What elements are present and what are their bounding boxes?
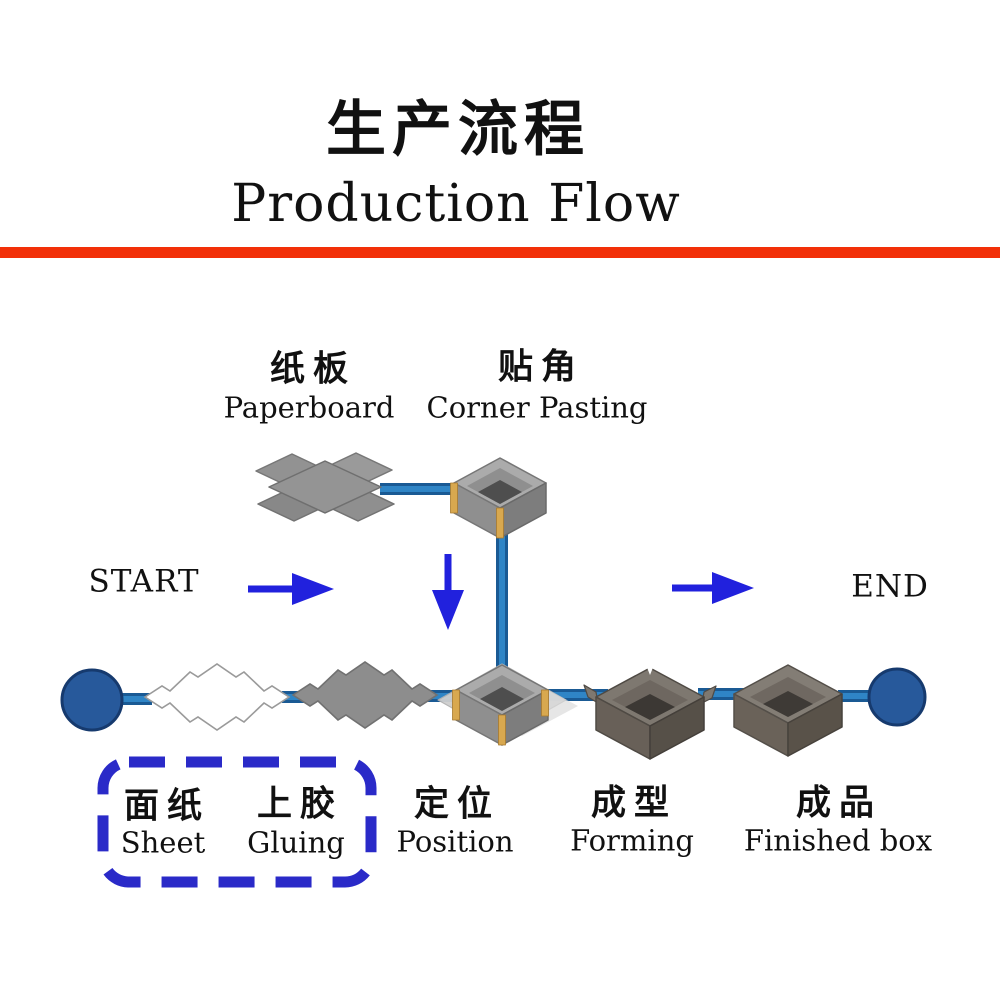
step-gluing-label-zh: 上胶 bbox=[256, 783, 344, 825]
step-corner-pasting-label-zh: 贴角 bbox=[497, 346, 585, 388]
end-label: END bbox=[851, 568, 929, 605]
end-node-circle bbox=[867, 667, 927, 727]
step-finished-box-label-en: Finished box bbox=[743, 823, 933, 858]
page-title-zh: 生产流程 bbox=[326, 95, 590, 165]
dashed-group-outline bbox=[97, 756, 377, 888]
step-finished-box-label-zh: 成品 bbox=[795, 782, 883, 824]
step-forming-label-en: Forming bbox=[570, 823, 694, 858]
start-node-circle bbox=[60, 668, 124, 732]
forming-box-icon bbox=[583, 665, 717, 760]
orange-divider-line bbox=[0, 247, 1000, 258]
step-gluing-label-en: Gluing bbox=[247, 825, 345, 860]
step-position-label-en: Position bbox=[396, 824, 514, 859]
start-label: START bbox=[88, 563, 200, 600]
down-arrow-icon bbox=[432, 554, 464, 630]
glued-sheet-icon bbox=[292, 661, 438, 729]
step-corner-pasting-label-en: Corner Pasting bbox=[426, 390, 648, 425]
right-arrow-start-icon bbox=[248, 573, 334, 605]
flat-paperboard-icon bbox=[255, 452, 395, 522]
white-sheet-icon bbox=[144, 663, 290, 731]
step-sheet-label-zh: 面纸 bbox=[123, 785, 211, 827]
step-paperboard-label-zh: 纸板 bbox=[269, 348, 357, 390]
step-forming-label-zh: 成型 bbox=[590, 782, 678, 824]
step-sheet-label-en: Sheet bbox=[120, 825, 206, 860]
right-arrow-end-icon bbox=[672, 572, 754, 604]
corner-pasted-box-icon bbox=[450, 457, 547, 539]
flow-arrows bbox=[248, 554, 754, 630]
step-position-label-zh: 定位 bbox=[413, 783, 501, 825]
step-paperboard-label-en: Paperboard bbox=[223, 390, 395, 425]
page-title-en: Production Flow bbox=[231, 174, 681, 234]
finished-box-icon bbox=[733, 664, 843, 757]
positioned-box-icon bbox=[437, 663, 578, 746]
